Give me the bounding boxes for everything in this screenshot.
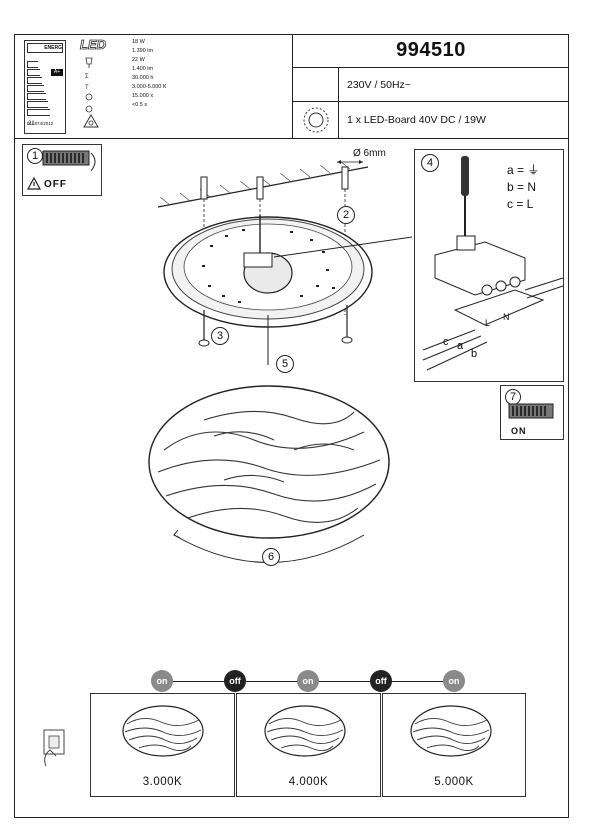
step-3-number: 3 xyxy=(211,327,229,345)
page-frame xyxy=(14,34,569,818)
spec-icons: Σ T xyxy=(85,57,93,113)
svg-text:T: T xyxy=(85,85,89,91)
temp-label: 5.000K xyxy=(434,776,474,788)
shade-thumbnail xyxy=(122,705,204,757)
terminal-l-label: L xyxy=(485,318,491,328)
energy-brand: ENERG xyxy=(27,43,63,53)
state-on-2: on xyxy=(297,670,319,692)
warning-icon xyxy=(27,177,41,190)
spec-item: 30.000 h xyxy=(132,75,154,81)
voltage-text: 230V / 50Hz~ xyxy=(347,78,411,91)
dimension-arrow xyxy=(337,160,363,164)
state-on-3: on xyxy=(443,670,465,692)
spec-item: 1.390 lm xyxy=(132,48,154,54)
legend-earth: a = ⏚ xyxy=(507,163,540,177)
wire-c-label: c xyxy=(443,336,449,348)
step-5-number: 5 xyxy=(276,355,294,373)
shade-thumbnail xyxy=(264,705,346,757)
model-number: 994510 xyxy=(292,34,569,68)
light-source-row: 1 x LED-Board 40V DC / 19W xyxy=(292,102,569,138)
energy-class-badge: A+ xyxy=(51,69,63,76)
spec-list: 18 W 1.390 lm 22 W 1.400 lm 30.000 h 3.0… xyxy=(132,38,167,110)
step-7-box: 7 ON xyxy=(500,385,564,440)
legend-live: c = L xyxy=(507,197,534,211)
terminal-n-label: N xyxy=(503,312,510,322)
led-mark: LED xyxy=(80,37,107,53)
step-1-box: 1 OFF xyxy=(22,144,102,196)
wire-b-label: b xyxy=(471,348,478,360)
state-on-1: on xyxy=(151,670,173,692)
recycle-icon xyxy=(83,114,99,128)
step-4-box: 4 a = ⏚ b = N c = L L N c a b xyxy=(414,149,564,382)
temp-panel-1: 3.000K xyxy=(90,693,235,797)
spec-item: 22 W xyxy=(132,57,145,63)
energy-footer: EU 874/2012 xyxy=(27,121,54,126)
wire-a-label: a xyxy=(457,340,464,352)
spec-item: 3.000-5.000 K xyxy=(132,84,167,90)
shade-thumbnail xyxy=(410,705,492,757)
energy-year: 21 xyxy=(28,121,35,127)
shade-drawing xyxy=(148,385,390,563)
temp-panel-2: 4.000K xyxy=(236,693,381,797)
spec-item: 15.000 x xyxy=(132,93,154,99)
step-2-number: 2 xyxy=(337,206,355,224)
voltage-row: 230V / 50Hz~ xyxy=(292,68,569,102)
wall-switch-icon xyxy=(43,729,65,767)
drill-size-label: Ø 6mm xyxy=(353,148,386,159)
voltage-icon-cell xyxy=(293,68,339,101)
switch-panel-icon xyxy=(42,150,96,172)
wiring-legend: a = ⏚ b = N c = L xyxy=(507,162,539,213)
step-6-number: 6 xyxy=(262,548,280,566)
spec-item: 18 W xyxy=(132,39,145,45)
step-number: 4 xyxy=(421,154,439,172)
state-off-2: off xyxy=(370,670,392,692)
temp-panel-3: 5.000K xyxy=(382,693,526,797)
temp-label: 3.000K xyxy=(142,776,183,788)
light-source-icon-cell xyxy=(293,102,339,138)
spec-item: 1.400 lm xyxy=(132,66,154,72)
on-label: ON xyxy=(511,426,527,436)
header-divider xyxy=(14,138,569,139)
mounting-diagram xyxy=(157,160,413,365)
switch-panel-icon xyxy=(508,403,554,419)
legend-neutral: b = N xyxy=(507,180,537,194)
temp-label: 4.000K xyxy=(288,776,329,788)
state-off-1: off xyxy=(224,670,246,692)
light-source-text: 1 x LED-Board 40V DC / 19W xyxy=(347,114,486,126)
svg-text:Σ: Σ xyxy=(85,74,89,80)
spec-item: <0.5 s xyxy=(132,102,148,108)
led-board-icon xyxy=(303,107,329,133)
off-label: OFF xyxy=(44,179,67,190)
terminal-block-drawing xyxy=(422,156,564,371)
energy-label: ENERG A+ EU 874/2012 xyxy=(24,40,66,134)
